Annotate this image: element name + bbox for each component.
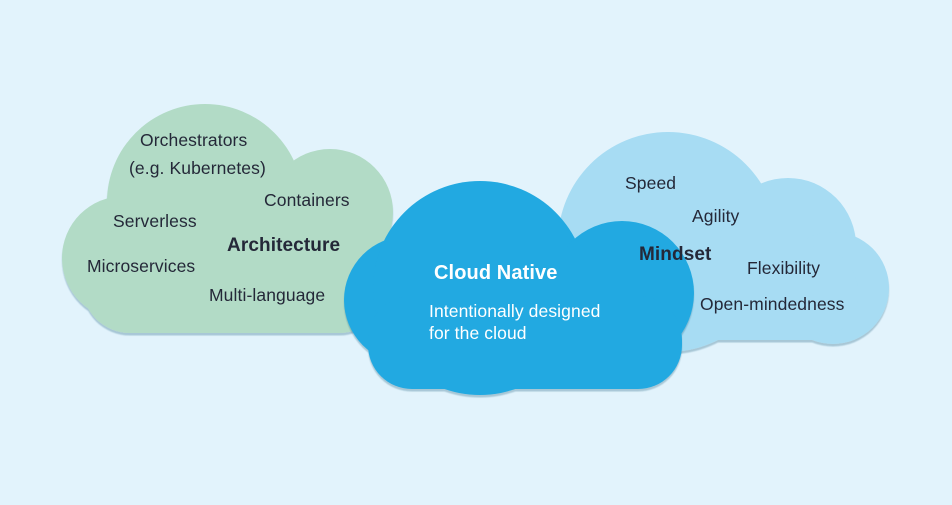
cloud-native-cloud-title: Cloud Native bbox=[434, 262, 558, 284]
mindset-label-open-mindedness: Open-mindedness bbox=[700, 294, 845, 314]
cloud-native-subtitle-line2: for the cloud bbox=[429, 323, 527, 343]
architecture-cloud-shape bbox=[62, 104, 393, 333]
architecture-label-containers: Containers bbox=[264, 190, 350, 210]
cloud-native-subtitle-line1: Intentionally designed bbox=[429, 301, 601, 321]
mindset-label-speed: Speed bbox=[625, 173, 677, 193]
architecture-label-orchestrators: Orchestrators bbox=[140, 130, 248, 150]
mindset-cloud-title: Mindset bbox=[639, 244, 712, 265]
mindset-label-flexibility: Flexibility bbox=[747, 258, 821, 278]
mindset-label-agility: Agility bbox=[692, 206, 740, 226]
architecture-label-microservices: Microservices bbox=[87, 256, 196, 276]
architecture-label-multi-language: Multi-language bbox=[209, 285, 326, 305]
architecture-cloud-title: Architecture bbox=[227, 235, 341, 256]
architecture-label-serverless: Serverless bbox=[113, 211, 197, 231]
architecture-label-kubernetes-note: (e.g. Kubernetes) bbox=[129, 158, 266, 178]
cloud-native-cloud-shape bbox=[344, 181, 694, 395]
